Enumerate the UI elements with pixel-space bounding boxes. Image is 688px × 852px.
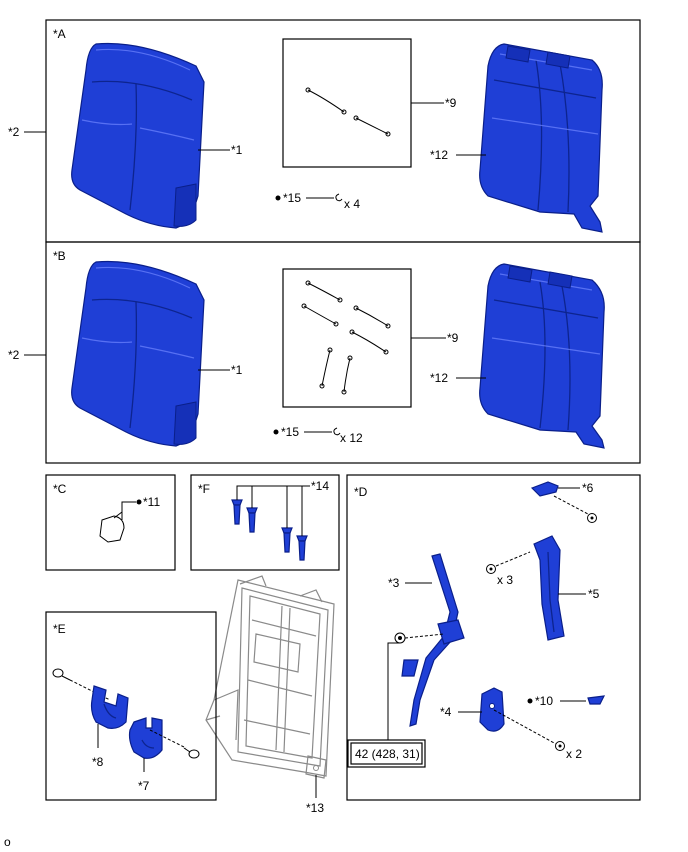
label-a-12: *12 xyxy=(430,148,448,162)
push-rivet-4 xyxy=(296,535,308,561)
label-b-qty: x 12 xyxy=(340,431,363,445)
label-b-12: *12 xyxy=(430,371,448,385)
label-d-4: *4 xyxy=(440,705,452,719)
section-f-frame xyxy=(190,474,340,571)
torque-box-outer xyxy=(347,739,426,768)
bullet-c-11 xyxy=(136,499,142,505)
section-d-label: *D xyxy=(354,485,368,499)
section-a: *A *2 *1 *9 *15 xyxy=(8,19,641,243)
clip-part-10 xyxy=(587,695,606,705)
section-e-frame xyxy=(45,611,217,801)
push-rivet-1 xyxy=(231,499,243,525)
section-f-label: *F xyxy=(198,482,210,496)
label-e-8: *8 xyxy=(92,755,104,769)
hog-ring-icon-a xyxy=(335,193,343,202)
hog-ring-wires-a xyxy=(305,87,391,137)
section-b-label: *B xyxy=(53,249,66,263)
bolt-d-x3 xyxy=(486,564,496,574)
label-b-15: *15 xyxy=(281,425,299,439)
bullet-b-15 xyxy=(273,429,279,435)
label-d-10: *10 xyxy=(535,694,553,708)
label-frame-13: *13 xyxy=(306,801,324,815)
label-d-qty2: x 2 xyxy=(566,747,582,761)
torque-value: 42 (428, 31) xyxy=(355,747,420,761)
seat-cushion-b xyxy=(71,260,205,447)
label-d-qty3: x 3 xyxy=(497,573,513,587)
label-d-5: *5 xyxy=(588,587,600,601)
wire-set-box-a xyxy=(282,38,412,168)
screw-e-left xyxy=(52,668,71,681)
section-e: *E *8 *7 xyxy=(45,611,217,801)
label-b-2: *2 xyxy=(8,348,20,362)
section-b: *B *2 *1 xyxy=(8,241,641,464)
label-b-1: *1 xyxy=(231,363,243,377)
bullet-a-15 xyxy=(275,195,281,201)
bullet-d-10 xyxy=(527,698,533,704)
label-d-3: *3 xyxy=(388,576,400,590)
section-b-frame xyxy=(45,241,641,464)
section-c: *C *11 xyxy=(45,474,176,571)
label-a-qty: x 4 xyxy=(344,197,360,211)
torque-box-inner xyxy=(350,742,423,765)
bolt-d-6 xyxy=(587,513,597,523)
screw-e-right xyxy=(183,747,200,759)
section-d-frame xyxy=(346,474,641,801)
label-a-1: *1 xyxy=(231,143,243,157)
label-b-9: *9 xyxy=(447,331,459,345)
seat-belt-3 xyxy=(401,553,465,727)
clip-tab-c xyxy=(113,511,123,519)
seatback-frame xyxy=(205,575,335,779)
belt-cover-5 xyxy=(533,535,565,641)
hog-ring-wires-b xyxy=(301,280,391,395)
push-rivet-3 xyxy=(281,527,293,553)
label-a-15: *15 xyxy=(283,191,301,205)
anchor-bolt-d xyxy=(394,632,406,644)
cap-part-6 xyxy=(530,481,559,497)
wire-set-box-b xyxy=(282,268,412,408)
label-f-14: *14 xyxy=(311,479,329,493)
leader-torque xyxy=(387,642,400,740)
hog-ring-icon-b xyxy=(333,427,341,436)
leader-c-11 xyxy=(121,501,136,520)
section-c-label: *C xyxy=(53,482,67,496)
hinge-cover-8 xyxy=(90,685,129,729)
bracket-4 xyxy=(479,687,505,732)
section-f: *F *14 xyxy=(190,474,340,571)
section-e-label: *E xyxy=(53,622,66,636)
clip-part-c xyxy=(99,515,125,543)
label-d-6: *6 xyxy=(582,481,594,495)
label-e-7: *7 xyxy=(138,779,150,793)
section-a-label: *A xyxy=(53,27,66,41)
label-a-9: *9 xyxy=(445,96,457,110)
section-c-frame xyxy=(45,474,176,571)
leader-f-14 xyxy=(236,485,310,500)
hinge-cover-7 xyxy=(128,717,163,759)
push-rivet-2 xyxy=(246,507,258,533)
section-d: *D *6 *3 42 (428, 31) xyxy=(346,474,641,801)
seat-cushion-a xyxy=(71,42,205,229)
label-c-11: *11 xyxy=(143,495,160,509)
label-a-2: *2 xyxy=(8,125,20,139)
seat-cover-b xyxy=(479,263,605,449)
bolt-d-x2 xyxy=(555,741,565,751)
seat-cover-a xyxy=(479,43,603,233)
footer-mark: o xyxy=(4,835,11,849)
